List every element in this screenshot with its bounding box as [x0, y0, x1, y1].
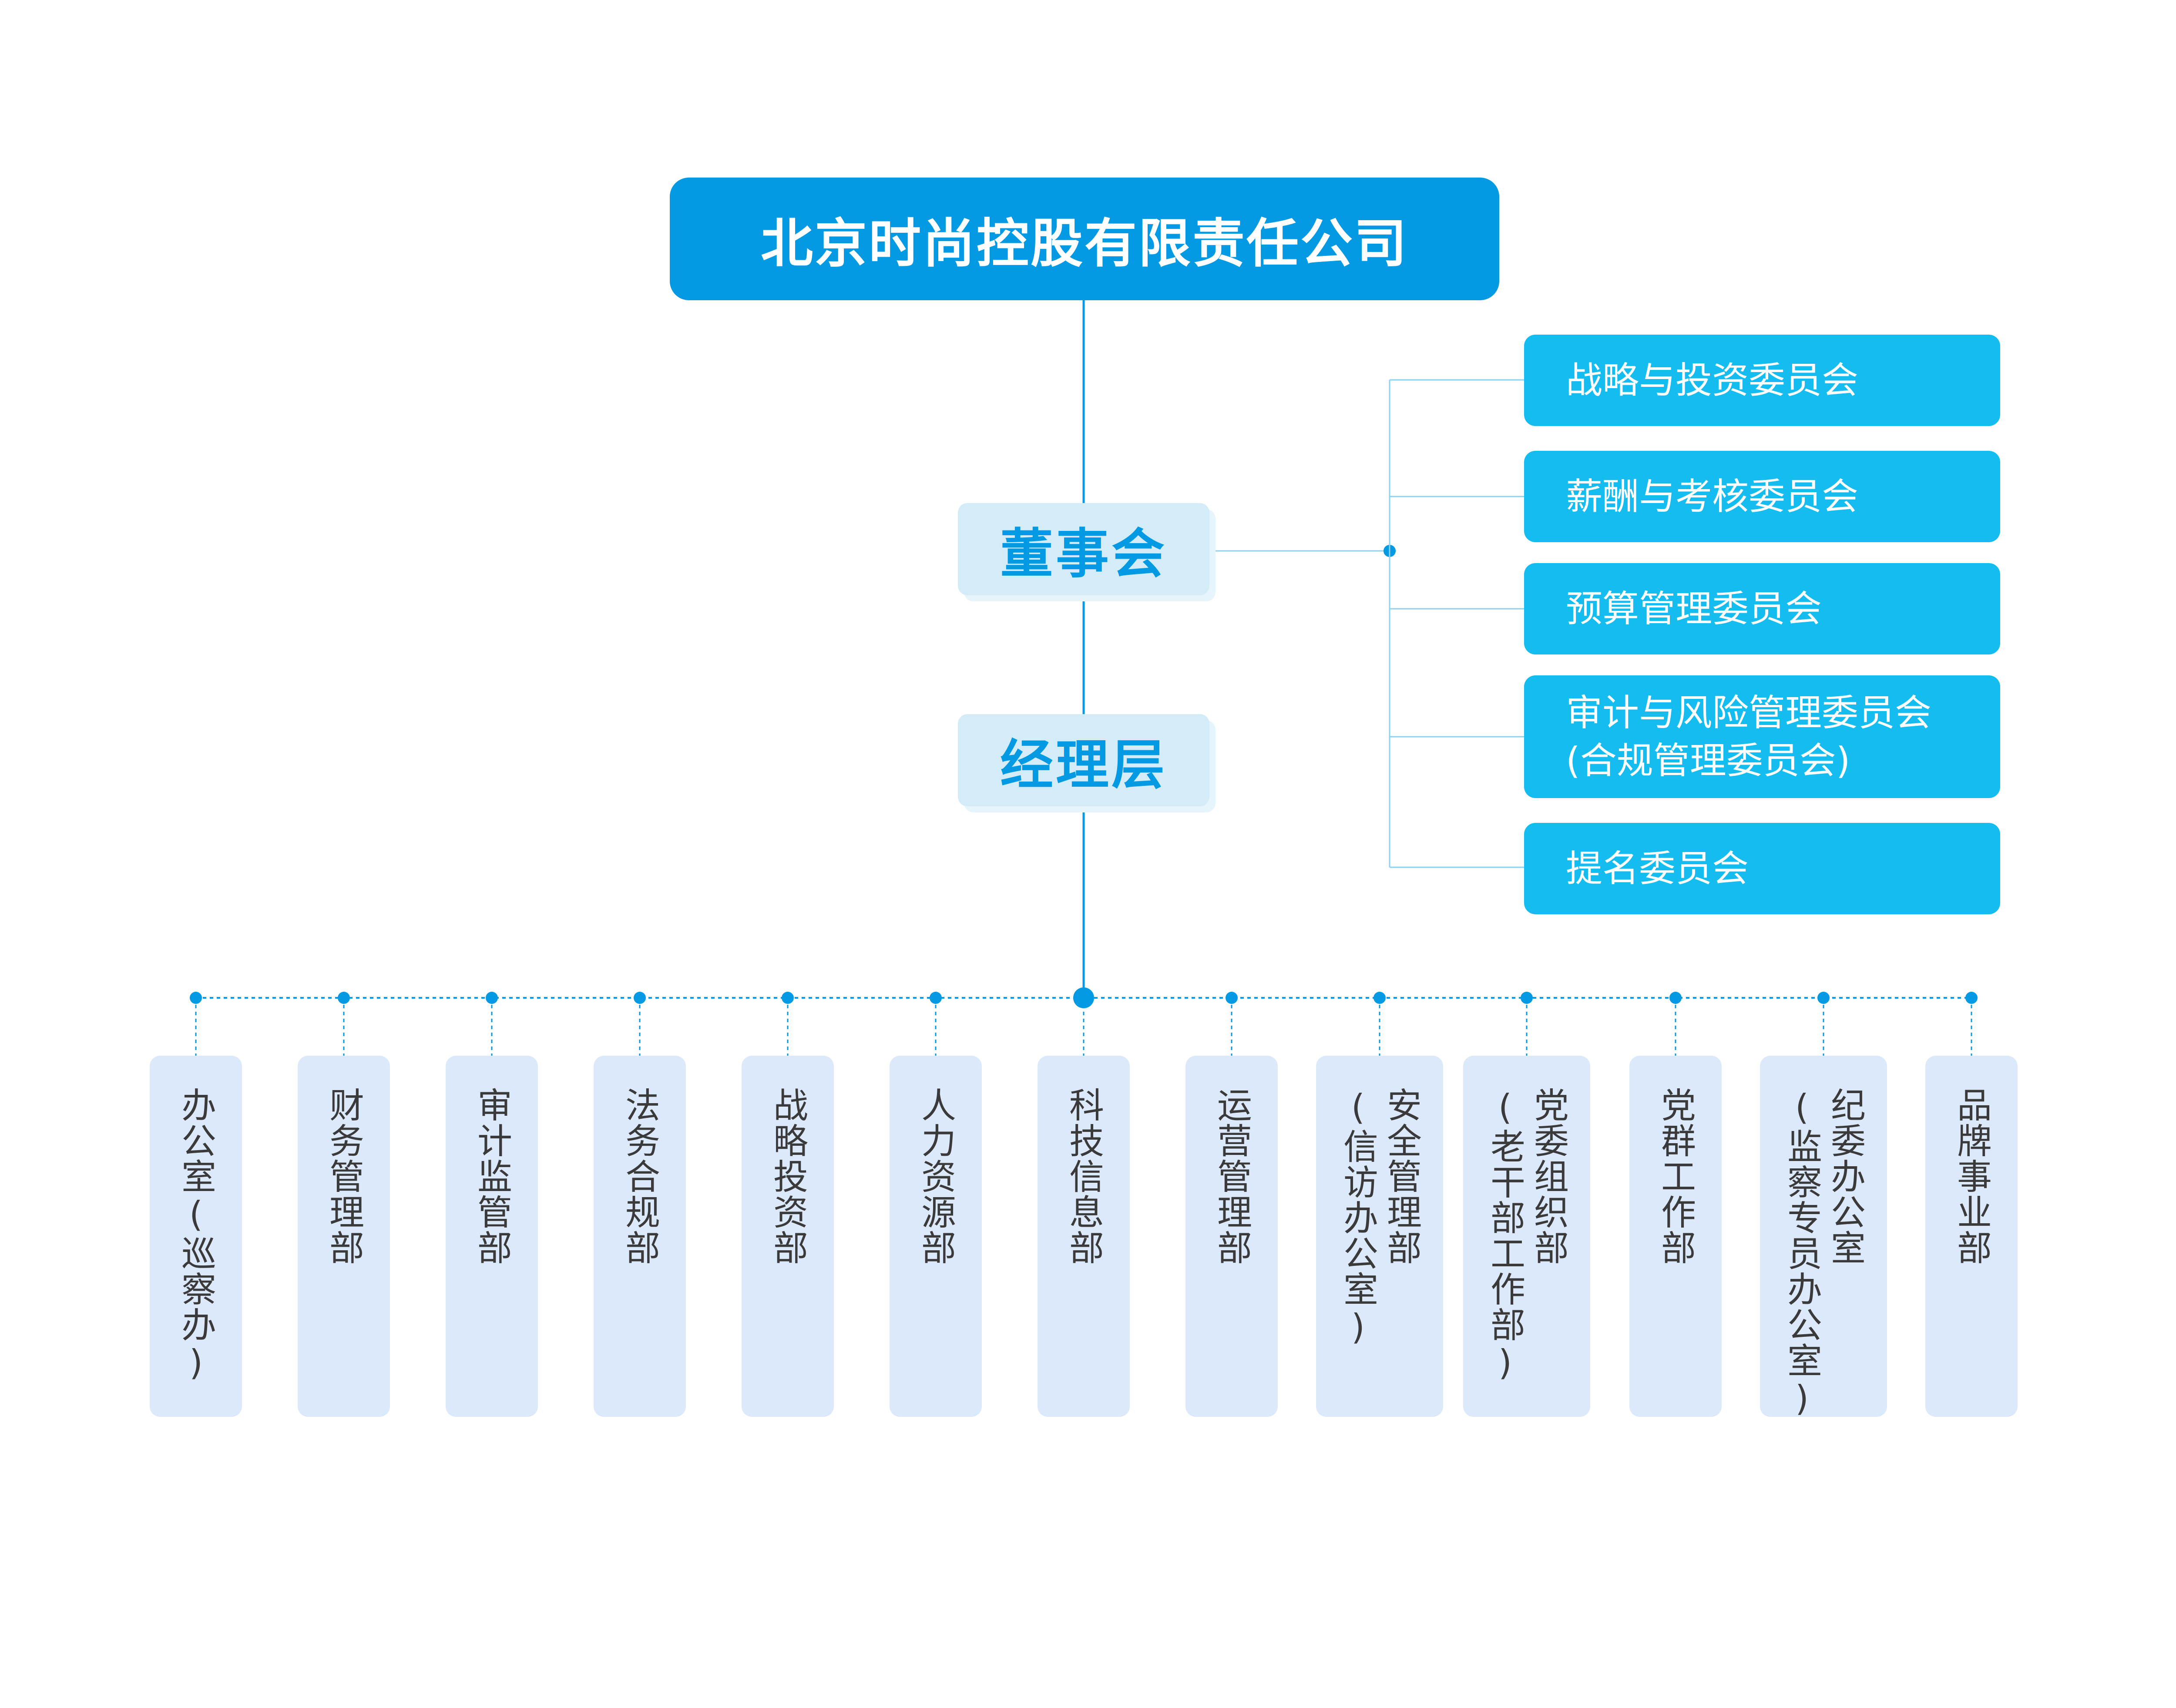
department-box[interactable]: 纪委办公室 (监察专员办公室) [1760, 1056, 1887, 1419]
department-label: 纪委办公室 [1825, 1087, 1866, 1265]
department-label: 财务管理部 [324, 1087, 364, 1265]
committee-label: 预算管理委员会 [1566, 587, 1822, 630]
department-box[interactable]: 法务合规部 [594, 1056, 686, 1417]
department-branch-dot [1965, 992, 1978, 1004]
committee-box[interactable]: 预算管理委员会 [1524, 563, 2000, 654]
department-box[interactable]: 办公室(巡察办) [150, 1056, 242, 1417]
department-label-sub: (监察专员办公室) [1782, 1087, 1822, 1419]
department-box[interactable]: 品牌事业部 [1925, 1056, 2018, 1417]
department-branch-dot [1521, 992, 1533, 1004]
committee-box[interactable]: 薪酬与考核委员会 [1524, 451, 2000, 542]
department-box[interactable]: 运营管理部 [1185, 1056, 1278, 1417]
management-box[interactable]: 经理层 [958, 714, 1209, 806]
department-box[interactable]: 党委组织部 (老干部工作部) [1463, 1056, 1590, 1417]
department-label: 办公室(巡察办) [176, 1087, 216, 1384]
department-label: 安全管理部 [1381, 1087, 1422, 1265]
department-label-sub: (信访办公室) [1338, 1087, 1378, 1348]
department-branch-dot [930, 992, 942, 1004]
department-branch-dot [1373, 992, 1386, 1004]
committee-label: 提名委员会 [1566, 847, 1749, 890]
company-name: 北京时尚控股有限责任公司 [761, 214, 1408, 274]
department-branch-dot [338, 992, 350, 1004]
committee-box[interactable]: 审计与风险管理委员会 (合规管理委员会) [1524, 675, 2000, 798]
department-label: 党群工作部 [1656, 1087, 1696, 1265]
committee-branches [1390, 379, 1524, 868]
department-label-sub: (老干部工作部) [1485, 1087, 1525, 1384]
department-label: 审计监管部 [472, 1087, 512, 1265]
committee-label-sub: (合规管理委员会) [1566, 739, 1850, 782]
department-box[interactable]: 安全管理部 (信访办公室) [1316, 1056, 1443, 1417]
department-box[interactable]: 党群工作部 [1629, 1056, 1722, 1417]
department-label: 人力资源部 [916, 1087, 956, 1265]
department-box[interactable]: 审计监管部 [446, 1056, 538, 1417]
department-label: 品牌事业部 [1951, 1087, 1992, 1265]
department-branch-dot [1669, 992, 1682, 1004]
department-branch-dot [190, 992, 202, 1004]
department-label: 战略投资部 [768, 1087, 808, 1265]
department-branches [190, 992, 1978, 1056]
company-box[interactable]: 北京时尚控股有限责任公司 [670, 178, 1499, 300]
department-branch-dot [634, 992, 646, 1004]
department-box[interactable]: 财务管理部 [298, 1056, 390, 1417]
committee-label: 薪酬与考核委员会 [1566, 475, 1859, 518]
committee-box[interactable]: 战略与投资委员会 [1524, 335, 2000, 426]
committee-label: 审计与风险管理委员会 [1566, 691, 1932, 734]
department-branch-dot [1226, 992, 1238, 1004]
department-branch-dot [1817, 992, 1830, 1004]
department-label: 科技信息部 [1064, 1087, 1104, 1265]
management-name: 经理层 [1000, 734, 1167, 796]
board-box[interactable]: 董事会 [958, 503, 1209, 595]
committee-label: 战略与投资委员会 [1566, 359, 1859, 402]
department-label: 党委组织部 [1528, 1087, 1569, 1265]
department-label: 法务合规部 [620, 1087, 660, 1265]
department-branch-dot [1078, 992, 1090, 1004]
department-box[interactable]: 科技信息部 [1038, 1056, 1130, 1417]
committee-box[interactable]: 提名委员会 [1524, 823, 2000, 914]
board-name: 董事会 [1000, 523, 1167, 585]
department-branch-dot [486, 992, 498, 1004]
department-box[interactable]: 战略投资部 [742, 1056, 834, 1417]
department-label: 运营管理部 [1212, 1087, 1252, 1265]
department-branch-dot [782, 992, 794, 1004]
department-box[interactable]: 人力资源部 [890, 1056, 982, 1417]
